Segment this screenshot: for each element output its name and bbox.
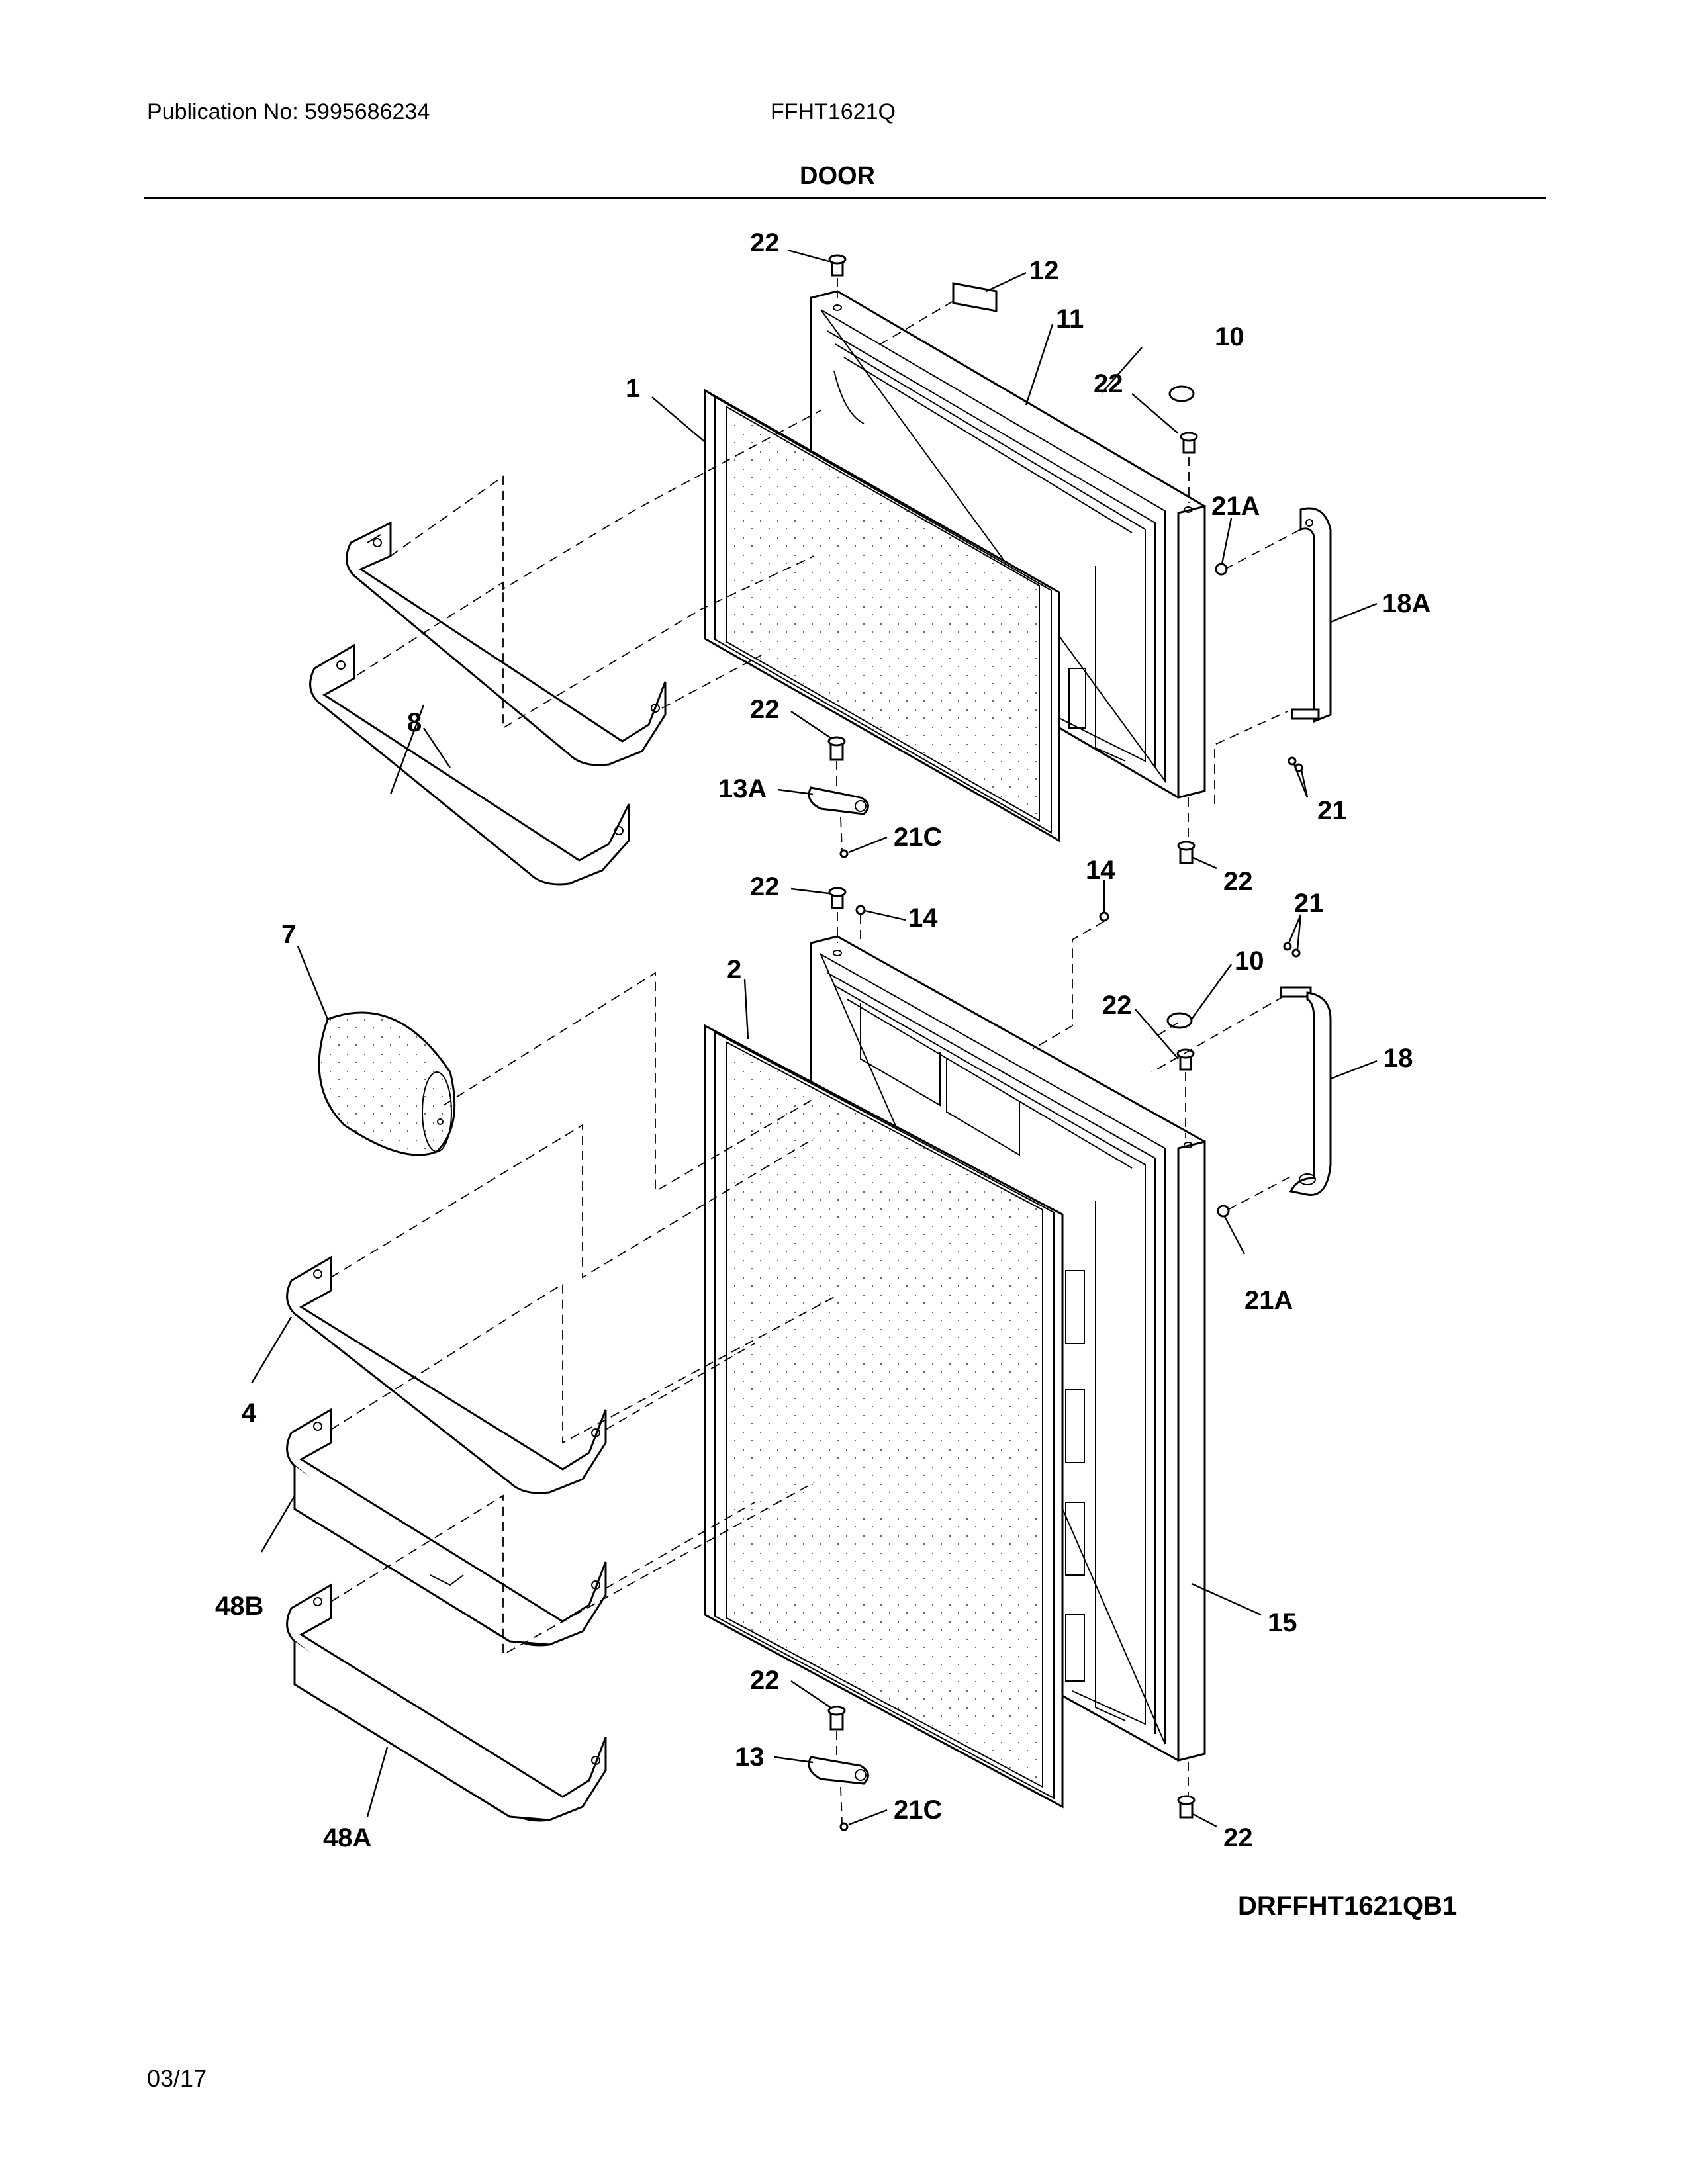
header-divider: [144, 197, 1546, 199]
callout-7: 7: [281, 920, 296, 949]
callout-10: 10: [1215, 322, 1244, 351]
handle-18: [1280, 986, 1332, 1196]
callout-22: 22: [750, 1666, 780, 1695]
pin-22-lower-hinge: [827, 1706, 846, 1731]
plug-10-lower: [1166, 1012, 1193, 1029]
pin-22-freezer-bottom: [1177, 841, 1196, 864]
screw-22-right: [1180, 432, 1198, 454]
screw-21C-upper: [839, 849, 849, 858]
callout-22: 22: [750, 695, 780, 724]
callout-14: 14: [1086, 856, 1115, 885]
callout-12: 12: [1029, 256, 1059, 285]
callout-10: 10: [1235, 946, 1264, 976]
pin-22-upper-hinge: [827, 736, 846, 761]
callout-21: 21: [1294, 889, 1324, 918]
door-shelf-4: [286, 1255, 607, 1494]
callout-48B: 48B: [215, 1592, 263, 1621]
callout-2: 2: [727, 955, 741, 984]
screw-21-lower-a: [1283, 942, 1292, 951]
freezer-shelf-8-upper: [346, 521, 667, 766]
screw-22-top: [828, 254, 847, 277]
callouts: 22 12 11 10 22 1 21A 18A 8 22 13A 21C 21…: [215, 228, 1430, 1852]
callout-11: 11: [1056, 304, 1084, 334]
callout-21A: 21A: [1244, 1286, 1293, 1315]
pin-22-fresh-bottom: [1177, 1795, 1196, 1819]
label-12: [952, 282, 998, 312]
model-number: FFHT1621Q: [771, 99, 896, 124]
callout-22: 22: [1223, 867, 1253, 896]
callout-22: 22: [750, 228, 780, 257]
handle-18A: [1291, 507, 1332, 723]
screw-22-lower-top: [828, 887, 847, 909]
dairy-bin-7: [318, 1011, 456, 1156]
door-bin-48B: [286, 1408, 607, 1647]
diagram-code: DRFFHT1621QB1: [1238, 1891, 1458, 1921]
callout-21C: 21C: [894, 1796, 942, 1825]
callout-13A: 13A: [718, 774, 767, 803]
freezer-shelf-8-lower: [309, 643, 630, 886]
fresh-food-door-panel: [704, 935, 1206, 1809]
revision-date: 03/17: [147, 2065, 207, 2092]
screw-21-lower-b: [1291, 948, 1301, 958]
callout-18A: 18A: [1382, 589, 1430, 618]
screw-21-upper-a: [1288, 756, 1297, 766]
callout-22: 22: [1223, 1823, 1253, 1852]
callout-22: 22: [1094, 369, 1123, 398]
screw-14-side: [1099, 911, 1109, 922]
screw-22-lower-right: [1176, 1048, 1195, 1071]
callout-4: 4: [242, 1398, 257, 1428]
callout-21A: 21A: [1211, 492, 1260, 521]
plug-10-upper: [1168, 385, 1195, 402]
section-title: DOOR: [800, 162, 875, 190]
hinge-13A: [808, 786, 869, 815]
screw-21C-lower: [839, 1822, 849, 1831]
freezer-door-panel: [704, 290, 1206, 842]
assembly-lines: [330, 278, 1301, 1824]
callout-14: 14: [908, 903, 938, 933]
publication-number: Publication No: 5995686234: [147, 99, 430, 124]
callout-8: 8: [407, 708, 422, 737]
screw-14-top: [855, 905, 866, 915]
door-bin-48A: [286, 1583, 607, 1822]
callout-1: 1: [626, 374, 640, 403]
hinge-13: [808, 1756, 869, 1785]
callout-18: 18: [1383, 1044, 1413, 1073]
callout-15: 15: [1268, 1608, 1297, 1637]
callout-21: 21: [1317, 796, 1347, 825]
screw-21A-upper: [1215, 563, 1228, 576]
leader-lines: [250, 249, 1378, 1828]
callout-21C: 21C: [894, 823, 942, 852]
callout-48A: 48A: [323, 1823, 371, 1852]
callout-22: 22: [750, 872, 780, 901]
screw-21A-lower: [1217, 1205, 1230, 1218]
callout-13: 13: [735, 1743, 765, 1772]
callout-22: 22: [1102, 991, 1132, 1020]
